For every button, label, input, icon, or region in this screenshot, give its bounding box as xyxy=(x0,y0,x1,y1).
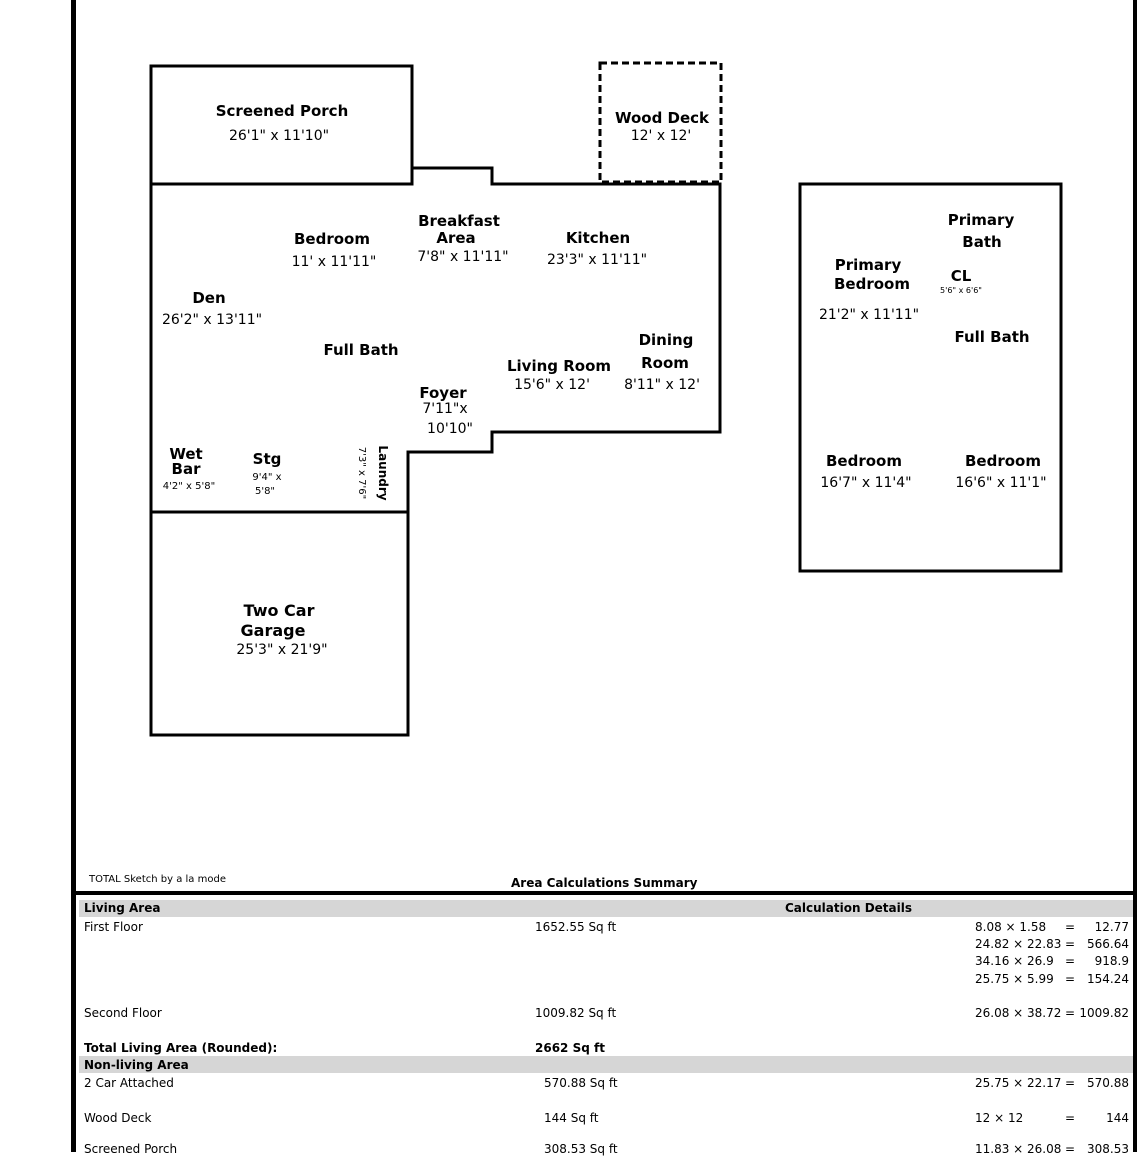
page-frame-right xyxy=(1133,0,1137,1152)
wet-bar-label-1: Wet xyxy=(169,445,202,463)
garage-outline xyxy=(149,510,410,737)
calc-value: 918.9 xyxy=(1094,954,1129,968)
primary-bedroom-label-1: Primary xyxy=(835,256,902,274)
wood-deck-dim: 12' x 12' xyxy=(631,128,692,144)
living-room-dim: 15'6" x 12' xyxy=(514,377,590,393)
calc-eq: = xyxy=(1065,1006,1076,1020)
primary-bedroom-label-2: Bedroom xyxy=(834,275,910,293)
calc-eq: = xyxy=(1065,972,1076,986)
nonliving-area-header: Non-living Area xyxy=(84,1058,189,1072)
garage-row-label: 2 Car Attached xyxy=(84,1076,174,1090)
calc-expr: 25.75 × 5.99 xyxy=(975,972,1054,986)
calc-expr: 12 × 12 xyxy=(975,1111,1024,1125)
foyer-label: Foyer xyxy=(419,384,467,402)
total-living-label: Total Living Area (Rounded): xyxy=(84,1041,278,1055)
deck-row-label: Wood Deck xyxy=(84,1111,152,1125)
calc-expr: 11.83 × 26.08 xyxy=(975,1142,1062,1156)
calc-value: 144 xyxy=(1106,1111,1129,1125)
living-area-header-bar xyxy=(79,900,1133,917)
calc-expr: 8.08 × 1.58 xyxy=(975,920,1047,934)
first-floor-area: 1652.55 Sq ft xyxy=(535,920,617,934)
calc-eq: = xyxy=(1065,920,1076,934)
garage-dim: 25'3" x 21'9" xyxy=(236,642,327,658)
primary-bath-label-2: Bath xyxy=(962,233,1001,251)
dining-room-label-1: Dining xyxy=(639,331,694,349)
calc-expr: 34.16 × 26.9 xyxy=(975,954,1054,968)
screened-porch-outline xyxy=(149,64,414,186)
bedroom-1-label: Bedroom xyxy=(294,230,370,248)
calc-eq: = xyxy=(1065,1111,1076,1125)
floor-plan: Screened Porch 26'1" x 11'10" Wood Deck … xyxy=(149,61,1063,737)
kitchen-dim: 23'3" x 11'11" xyxy=(547,252,647,268)
storage-dim-2: 5'8" xyxy=(255,486,275,497)
calc-eq: = xyxy=(1065,1142,1076,1156)
total-living-area: 2662 Sq ft xyxy=(535,1041,605,1055)
calc-eq: = xyxy=(1065,1076,1076,1090)
bedroom-3-label: Bedroom xyxy=(965,452,1041,470)
storage-label: Stg xyxy=(253,450,282,468)
bedroom-1-dim: 11' x 11'11" xyxy=(292,254,377,270)
wood-deck-label: Wood Deck xyxy=(615,109,710,127)
bedroom-2-dim: 16'7" x 11'4" xyxy=(820,475,911,491)
breakfast-label-1: Breakfast xyxy=(418,212,500,230)
kitchen-label: Kitchen xyxy=(566,229,630,247)
page-frame-left xyxy=(71,0,76,1152)
dining-room-dim: 8'11" x 12' xyxy=(624,377,700,393)
summary-separator xyxy=(76,891,1133,895)
laundry-label: Laundry xyxy=(376,445,390,500)
porch-row-area: 308.53 Sq ft xyxy=(544,1142,618,1156)
full-bath-1-label: Full Bath xyxy=(323,341,398,359)
laundry-dim: 7'3" x 7'6" xyxy=(356,447,367,499)
full-bath-2-label: Full Bath xyxy=(954,328,1029,346)
primary-bath-label-1: Primary xyxy=(948,211,1015,229)
calc-value: 1009.82 xyxy=(1079,1006,1129,1020)
calc-value: 308.53 xyxy=(1087,1142,1129,1156)
porch-row-label: Screened Porch xyxy=(84,1142,178,1156)
breakfast-dim: 7'8" x 11'11" xyxy=(417,249,508,265)
screened-porch-label: Screened Porch xyxy=(216,102,349,120)
primary-bedroom-dim: 21'2" x 11'11" xyxy=(819,307,919,323)
deck-row-area: 144 Sq ft xyxy=(544,1111,599,1125)
calc-value: 12.77 xyxy=(1094,920,1129,934)
nonliving-area-header-bar xyxy=(79,1056,1133,1073)
second-floor-outline xyxy=(798,182,1063,573)
calc-eq: = xyxy=(1065,954,1076,968)
foyer-dim-1: 7'11"x xyxy=(422,401,467,417)
calc-value: 566.64 xyxy=(1087,937,1129,951)
wet-bar-dim: 4'2" x 5'8" xyxy=(163,481,215,492)
calculation-details-header: Calculation Details xyxy=(785,901,913,915)
breakfast-label-2: Area xyxy=(436,229,475,247)
bedroom-3-dim: 16'6" x 11'1" xyxy=(955,475,1046,491)
den-label: Den xyxy=(192,289,225,307)
calc-eq: = xyxy=(1065,937,1076,951)
second-floor-area: 1009.82 Sq ft xyxy=(535,1006,617,1020)
calc-value: 154.24 xyxy=(1087,972,1129,986)
calc-value: 570.88 xyxy=(1087,1076,1129,1090)
closet-dim: 5'6" x 6'6" xyxy=(940,286,982,295)
wet-bar-label-2: Bar xyxy=(172,460,202,478)
foyer-dim-2: 10'10" xyxy=(427,421,473,437)
first-floor-label: First Floor xyxy=(84,920,143,934)
dining-room-label-2: Room xyxy=(641,354,689,372)
garage-label-2: Garage xyxy=(241,621,306,640)
software-credit: TOTAL Sketch by a la mode xyxy=(89,874,226,885)
calc-expr: 25.75 × 22.17 xyxy=(975,1076,1062,1090)
garage-label-1: Two Car xyxy=(244,601,315,620)
wood-deck-outline xyxy=(598,61,723,184)
living-room-label: Living Room xyxy=(507,357,611,375)
second-floor-label: Second Floor xyxy=(84,1006,162,1020)
living-area-header: Living Area xyxy=(84,901,161,915)
closet-label: CL xyxy=(951,267,972,285)
calc-expr: 24.82 × 22.83 xyxy=(975,937,1062,951)
den-dim: 26'2" x 13'11" xyxy=(162,312,262,328)
screened-porch-dim: 26'1" x 11'10" xyxy=(229,128,329,144)
bedroom-2-label: Bedroom xyxy=(826,452,902,470)
garage-row-area: 570.88 Sq ft xyxy=(544,1076,618,1090)
calc-expr: 26.08 × 38.72 xyxy=(975,1006,1062,1020)
storage-dim-1: 9'4" x xyxy=(252,472,281,483)
summary-title: Area Calculations Summary xyxy=(511,876,698,890)
